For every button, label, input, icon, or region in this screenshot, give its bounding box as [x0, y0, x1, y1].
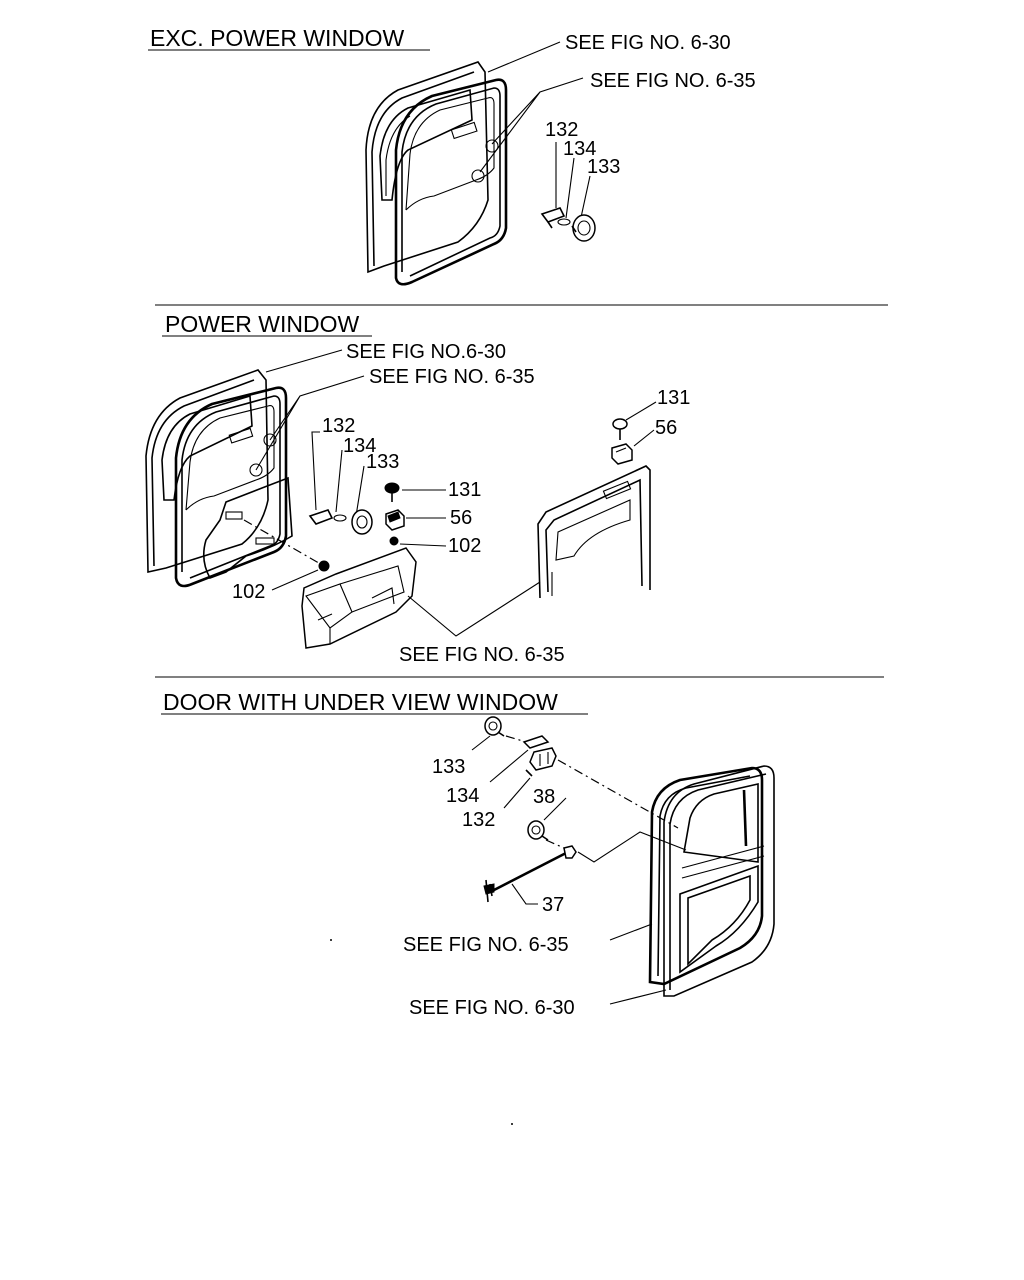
leader-line: [609, 989, 667, 1005]
ref-see-fig: SEE FIG NO. 6-30: [565, 32, 731, 54]
part-switch-56: [611, 429, 655, 465]
part-number: 134: [343, 435, 376, 457]
part-rod-37: [483, 831, 687, 905]
leader-line: [609, 923, 653, 941]
part-bracket-132: [503, 747, 679, 829]
part-number: 133: [432, 756, 465, 778]
door-panel-drawing: [365, 61, 508, 286]
leader-line: [407, 581, 541, 637]
part-number: 133: [366, 451, 399, 473]
part-number: 131: [448, 479, 481, 501]
part-clip-131: [384, 482, 446, 502]
section-door-under-view-window: DOOR WITH UNDER VIEW WINDOW 133 134 132: [161, 689, 775, 1019]
ref-see-fig: SEE FIG NO. 6-30: [409, 997, 575, 1019]
part-number: 56: [450, 507, 472, 529]
part-knob-133: [471, 716, 527, 751]
ref-see-fig: SEE FIG NO. 6-35: [590, 70, 756, 92]
door-panel-drawing: [145, 369, 293, 588]
part-clip-131: [612, 401, 657, 440]
door-panel-drawing: [537, 465, 651, 599]
part-number: 134: [446, 785, 479, 807]
part-bolt-38: [527, 797, 567, 841]
section-title-power-window: POWER WINDOW: [165, 311, 359, 337]
door-panel-drawing: [648, 765, 775, 997]
leader-line: [255, 375, 365, 471]
part-hardware-132-134-133: [540, 142, 596, 242]
part-plate-134: [489, 735, 550, 783]
part-number: 132: [322, 415, 355, 437]
part-number: 102: [448, 535, 481, 557]
part-number: 132: [545, 119, 578, 141]
part-number: 131: [657, 387, 690, 409]
part-grommet-102: [243, 519, 330, 591]
part-hardware-132-134-133: [308, 431, 373, 535]
leader-line: [479, 77, 584, 173]
section-power-window: POWER WINDOW SEE FIG NO.6-30 SEE FIG NO.…: [145, 311, 690, 666]
part-number: 132: [462, 809, 495, 831]
ref-see-fig: SEE FIG NO. 6-35: [369, 366, 535, 388]
ref-see-fig: SEE FIG NO. 6-35: [399, 644, 565, 666]
leader-line: [265, 349, 343, 373]
leader-line: [487, 41, 561, 73]
section-exc-power-window: EXC. POWER WINDOW SEE FIG NO. 6-30 SEE F…: [148, 25, 756, 286]
part-number: 38: [533, 786, 555, 808]
part-number: 37: [542, 894, 564, 916]
scan-artifacts: [330, 939, 513, 1125]
part-number: 102: [232, 581, 265, 603]
part-armrest: [301, 547, 417, 649]
ref-see-fig: SEE FIG NO. 6-35: [403, 934, 569, 956]
part-number: 133: [587, 156, 620, 178]
part-grommet-102: [389, 536, 447, 547]
part-number: 134: [563, 138, 596, 160]
section-title-exc-power-window: EXC. POWER WINDOW: [150, 25, 405, 51]
ref-see-fig: SEE FIG NO.6-30: [346, 341, 506, 363]
part-number: 56: [655, 417, 677, 439]
section-title-door-under-view-window: DOOR WITH UNDER VIEW WINDOW: [163, 689, 558, 715]
part-switch-56: [385, 509, 446, 531]
